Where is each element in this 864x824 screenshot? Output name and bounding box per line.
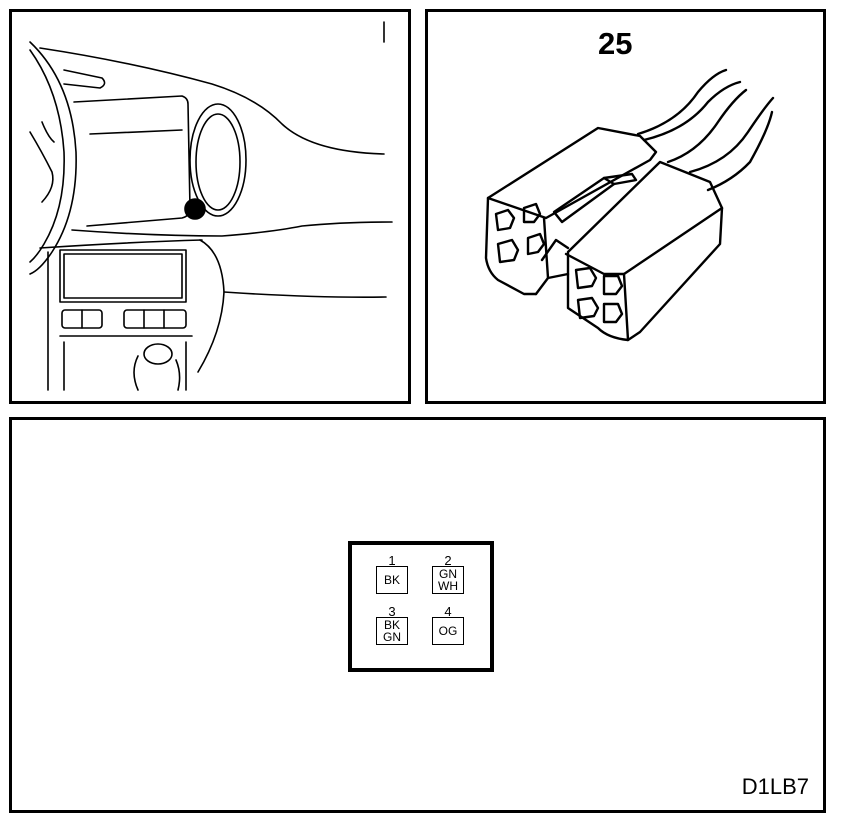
figure-code: D1LB7 bbox=[741, 774, 809, 799]
pin-wire-color: OG bbox=[432, 617, 464, 645]
pin-3: 3 BK GN bbox=[370, 604, 414, 645]
connector-reference-number: 25 bbox=[598, 26, 633, 61]
connector-face-diagram: 1 BK 2 GN WH 3 BK GN 4 OG bbox=[348, 541, 494, 672]
pin-number: 1 bbox=[388, 553, 396, 568]
connector-illustration bbox=[484, 68, 775, 342]
dashboard-location-panel bbox=[9, 9, 411, 404]
pin-number: 3 bbox=[388, 604, 396, 619]
pin-number: 2 bbox=[444, 553, 452, 568]
connector-illustration-panel: 25 bbox=[425, 9, 826, 404]
pin-2: 2 GN WH bbox=[426, 553, 470, 594]
pin-wire-color: BK GN bbox=[376, 617, 408, 645]
pinout-panel: 1 BK 2 GN WH 3 BK GN 4 OG bbox=[9, 417, 826, 813]
pin-4: 4 OG bbox=[426, 604, 470, 645]
pin-wire-color: BK bbox=[376, 566, 408, 594]
dashboard-illustration bbox=[29, 21, 393, 391]
pin-wire-color: GN WH bbox=[432, 566, 464, 594]
pin-number: 4 bbox=[444, 604, 452, 619]
pin-1: 1 BK bbox=[370, 553, 414, 594]
